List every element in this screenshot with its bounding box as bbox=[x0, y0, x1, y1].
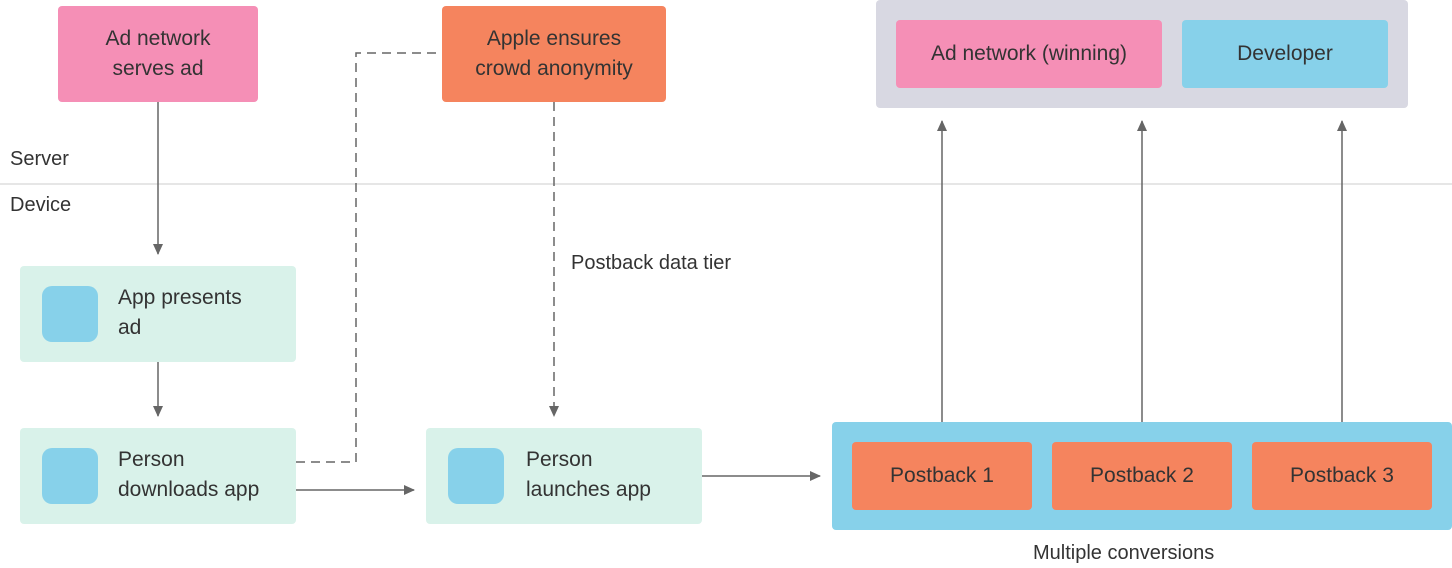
person-launches-app-box: Person launches app bbox=[426, 428, 702, 524]
ad-network-winning-label: Ad network (winning) bbox=[930, 42, 1128, 65]
app-presents-ad-box: App presents ad bbox=[20, 266, 296, 362]
ad-network-serves-ad-line1: Ad network bbox=[105, 27, 211, 50]
app-presents-ad-line2: ad bbox=[118, 316, 142, 339]
ad-network-serves-ad-box: Ad network serves ad bbox=[58, 6, 258, 102]
app-presents-ad-line1: App presents bbox=[118, 286, 242, 309]
app-icon bbox=[42, 286, 98, 342]
person-launches-line1: Person bbox=[526, 448, 593, 471]
device-zone-label: Device bbox=[10, 194, 72, 216]
app-icon bbox=[42, 448, 98, 504]
person-downloads-app-box: Person downloads app bbox=[20, 428, 296, 524]
postback-1-box: Postback 1 bbox=[852, 442, 1032, 510]
postback-3-box: Postback 3 bbox=[1252, 442, 1432, 510]
postback-1-label: Postback 1 bbox=[890, 464, 994, 487]
apple-anonymity-line2: crowd anonymity bbox=[475, 57, 633, 80]
person-downloads-line1: Person bbox=[118, 448, 185, 471]
apple-anonymity-box: Apple ensures crowd anonymity bbox=[442, 6, 666, 102]
apple-anonymity-line1: Apple ensures bbox=[486, 27, 622, 50]
developer-box: Developer bbox=[1182, 20, 1388, 88]
postback-2-label: Postback 2 bbox=[1090, 464, 1194, 487]
dashed-downloads-to-apple bbox=[296, 52, 442, 463]
developer-label: Developer bbox=[1237, 42, 1333, 65]
app-icon bbox=[448, 448, 504, 504]
postback-2-box: Postback 2 bbox=[1052, 442, 1232, 510]
ad-network-serves-ad-line2: serves ad bbox=[112, 57, 204, 80]
multiple-conversions-label: Multiple conversions bbox=[1033, 542, 1215, 564]
ad-network-winning-box: Ad network (winning) bbox=[896, 20, 1162, 88]
postback-data-tier-label: Postback data tier bbox=[571, 252, 732, 274]
server-zone-label: Server bbox=[10, 148, 69, 170]
person-launches-line2: launches app bbox=[526, 478, 651, 501]
postback-3-label: Postback 3 bbox=[1290, 464, 1394, 487]
person-downloads-line2: downloads app bbox=[118, 478, 260, 501]
